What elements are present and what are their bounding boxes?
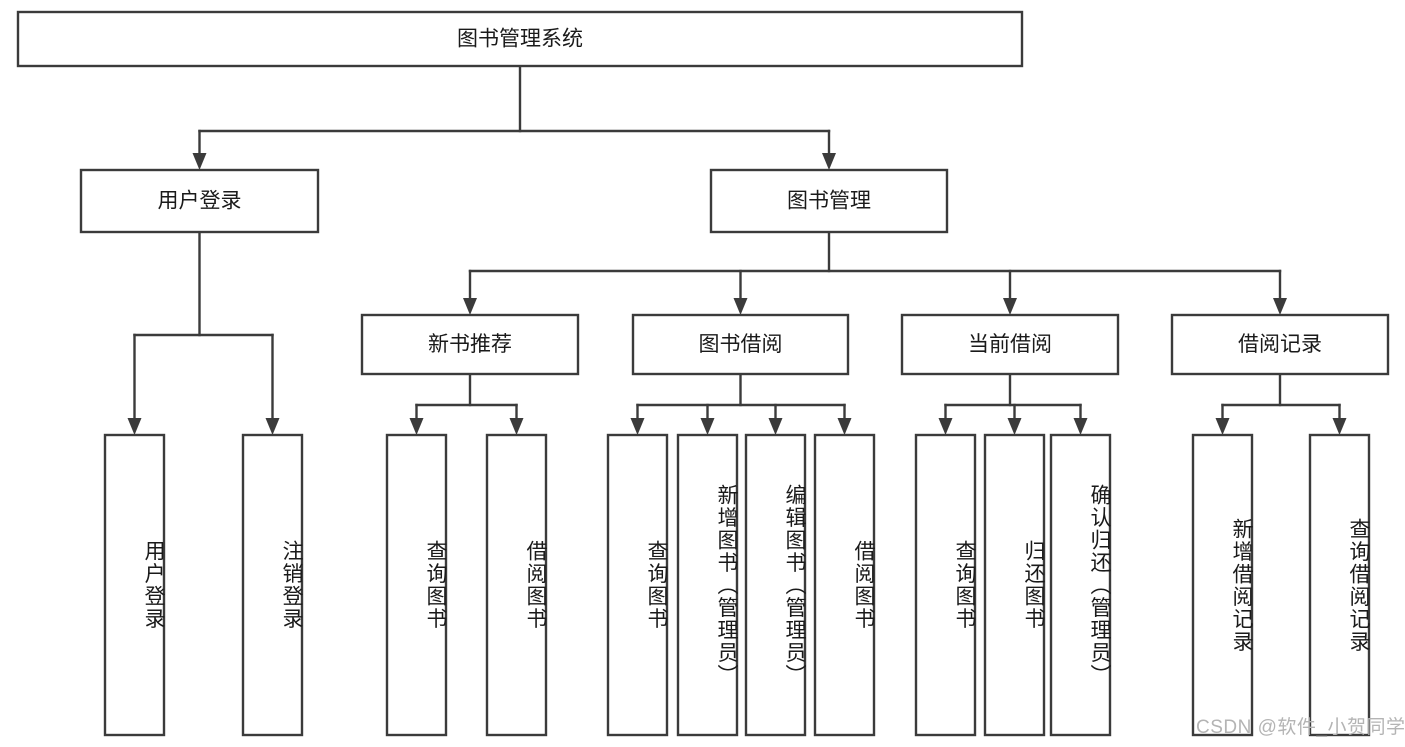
arrow-head-icon-leaf-borrow-book-rec <box>509 418 524 435</box>
arrow-head-icon-leaf-user-login <box>127 418 142 435</box>
node-box-leaf-query-book-b <box>606 433 669 737</box>
node-box-leaf-confirm-return <box>1049 433 1112 737</box>
node-box-book-manage <box>709 168 949 234</box>
node-box-new-book-rec <box>360 313 580 376</box>
connectors-layer <box>127 64 1347 435</box>
node-box-leaf-query-book-rec <box>385 433 448 737</box>
node-box-leaf-user-login <box>103 433 166 737</box>
node-box-leaf-edit-book <box>744 433 807 737</box>
node-box-leaf-add-book <box>676 433 739 737</box>
arrow-head-icon-book-borrow <box>733 298 748 315</box>
arrow-head-icon-leaf-return-book <box>1007 418 1022 435</box>
arrow-head-icon-current-borrow <box>1003 298 1017 315</box>
node-box-leaf-query-book-c <box>914 433 977 737</box>
node-label-borrow-record: 借阅记录 <box>1238 333 1322 356</box>
arrow-head-icon-leaf-query-book-c <box>938 418 953 435</box>
node-box-leaf-borrow-book-b <box>813 433 876 737</box>
node-box-current-borrow <box>900 313 1120 376</box>
arrow-head-icon-leaf-add-book <box>700 418 715 435</box>
node-box-leaf-borrow-book-rec <box>485 433 548 737</box>
node-box-user-login <box>79 168 320 234</box>
node-label-user-login: 用户登录 <box>158 190 242 213</box>
node-box-root <box>16 10 1024 68</box>
arrow-head-icon-borrow-record <box>1273 298 1287 315</box>
node-label-root: 图书管理系统 <box>457 28 583 51</box>
arrow-head-icon-leaf-edit-book <box>768 418 783 435</box>
arrow-head-icon-leaf-borrow-book-b <box>837 418 852 435</box>
node-label-book-manage: 图书管理 <box>787 190 871 213</box>
arrow-head-icon-leaf-query-record <box>1332 418 1347 435</box>
node-box-borrow-record <box>1170 313 1390 376</box>
arrow-head-icon-leaf-logout <box>265 418 280 435</box>
node-label-current-borrow: 当前借阅 <box>968 333 1052 356</box>
node-box-book-borrow <box>631 313 850 376</box>
arrow-head-icon-leaf-query-book-b <box>630 418 645 435</box>
node-label-new-book-rec: 新书推荐 <box>428 333 512 356</box>
node-label-book-borrow: 图书借阅 <box>699 333 783 356</box>
arrow-head-icon-leaf-add-record <box>1215 418 1230 435</box>
node-box-leaf-logout <box>241 433 304 737</box>
node-box-leaf-return-book <box>983 433 1046 737</box>
arrow-head-icon-user-login <box>192 153 207 170</box>
csdn-watermark: CSDN @软件_小贺同学 <box>1196 717 1405 738</box>
arrow-head-icon-new-book-rec <box>463 298 477 315</box>
arrow-head-icon-leaf-query-book-rec <box>409 418 424 435</box>
node-box-leaf-query-record <box>1308 433 1371 737</box>
node-box-leaf-add-record <box>1191 433 1254 737</box>
arrow-head-icon-book-manage <box>822 153 836 170</box>
arrow-head-icon-leaf-confirm-return <box>1073 418 1088 435</box>
